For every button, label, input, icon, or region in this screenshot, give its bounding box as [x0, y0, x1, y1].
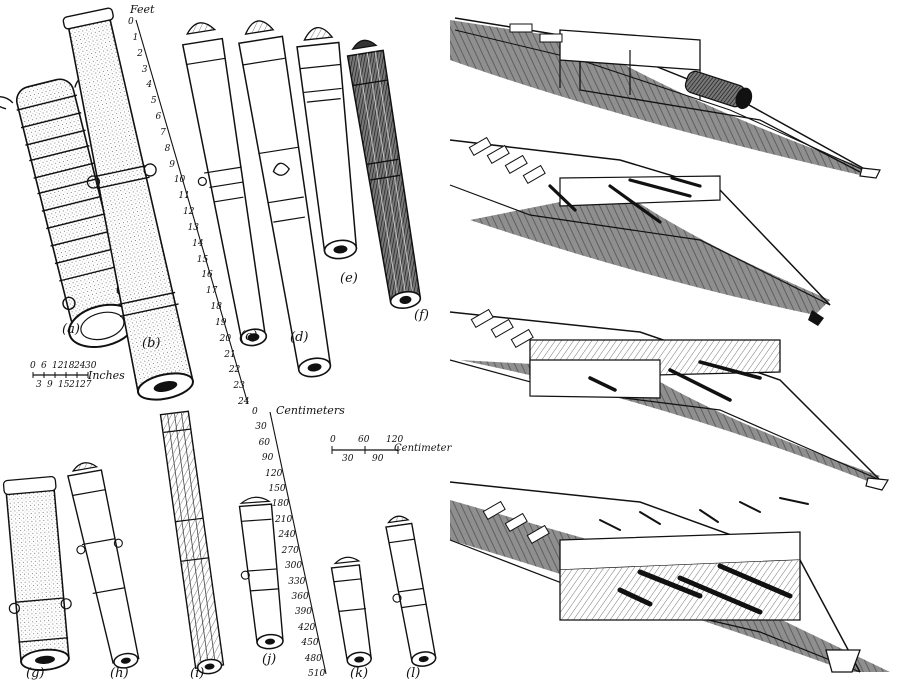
inch-top-tick-0: 0 [30, 361, 36, 371]
cannon-j [238, 496, 284, 650]
inch-top-tick-1: 6 [41, 361, 47, 371]
feet-tick-15: 15 [196, 254, 209, 265]
cannon-h [67, 462, 140, 669]
feet-tick-7: 7 [160, 127, 166, 138]
cannon-f [346, 39, 422, 310]
cannon-label-d: (d) [290, 330, 309, 345]
cm-tick-1: 30 [255, 422, 267, 433]
feet-tick-16: 16 [201, 270, 213, 281]
inches-scale-title: Inches [88, 369, 125, 382]
cm-tick-13: 390 [294, 607, 312, 618]
feet-scale-title: Feet [130, 3, 155, 16]
cannon-label-a: (a) [62, 322, 80, 337]
feet-tick-18: 18 [210, 302, 222, 312]
galley-2 [449, 136, 840, 326]
feet-tick-12: 12 [183, 207, 195, 217]
cm-tick-3: 90 [261, 453, 274, 464]
centimeters-scale-title: Centimeters [276, 404, 345, 417]
feet-tick-3: 3 [141, 64, 148, 75]
feet-tick-11: 11 [178, 191, 190, 202]
inch-top-tick-2: 12 [52, 361, 64, 371]
feet-tick-17: 17 [205, 286, 218, 297]
inch-top-tick-4: 24 [74, 361, 86, 371]
cannon-label-h: (h) [110, 666, 129, 681]
feet-tick-9: 9 [169, 159, 175, 170]
cannon-label-b: (b) [142, 336, 161, 351]
scm-bot-tick-0: 30 [342, 454, 354, 464]
feet-tick-24: 24 [238, 397, 250, 407]
feet-tick-6: 6 [155, 112, 162, 122]
scm-top-tick-2: 120 [386, 435, 404, 445]
cm-tick-10: 300 [284, 561, 303, 572]
cannon-d [238, 20, 332, 378]
cannon-label-f: (f) [414, 308, 429, 323]
feet-tick-14: 14 [192, 238, 204, 249]
small-cm-scale-title: Centimeter [394, 443, 452, 454]
feet-tick-23: 23 [233, 381, 245, 392]
cannon-label-l: (l) [406, 666, 421, 681]
galley-3 [449, 308, 890, 491]
feet-tick-5: 5 [150, 96, 157, 107]
cm-tick-2: 60 [258, 437, 271, 448]
galley-1 [450, 10, 898, 179]
cannon-c [181, 22, 268, 347]
cm-tick-15: 450 [301, 638, 319, 649]
feet-tick-4: 4 [146, 80, 153, 91]
inch-bot-tick-0: 3 [36, 380, 42, 390]
cannon-i [159, 410, 225, 675]
feet-tick-20: 20 [219, 333, 232, 344]
cannon-label-g: (g) [26, 666, 45, 681]
cannon-label-j: (j) [262, 652, 277, 667]
cannon-k [330, 556, 372, 668]
cm-tick-6: 180 [271, 499, 289, 510]
inch-top-tick-5: 30 [85, 361, 97, 371]
inch-bot-tick-4: 27 [80, 380, 92, 390]
cm-tick-8: 240 [278, 530, 296, 541]
cannon-l [385, 515, 437, 667]
cannon-a [0, 73, 137, 348]
cannon-g [2, 475, 72, 671]
scm-top-tick-0: 0 [330, 435, 336, 445]
feet-tick-0: 0 [128, 17, 134, 27]
feet-tick-8: 8 [164, 143, 171, 154]
cannon-label-k: (k) [350, 666, 369, 681]
cm-tick-16: 480 [304, 653, 322, 664]
cm-tick-4: 120 [265, 468, 283, 479]
cm-tick-7: 210 [275, 514, 293, 525]
cm-tick-9: 270 [281, 545, 299, 556]
feet-tick-22: 22 [228, 365, 241, 376]
feet-tick-10: 10 [173, 175, 186, 186]
cm-tick-5: 150 [268, 484, 286, 495]
feet-tick-2: 2 [137, 48, 143, 59]
scm-bot-tick-1: 90 [372, 454, 384, 464]
cm-tick-11: 330 [288, 576, 306, 587]
cm-tick-12: 360 [291, 591, 309, 602]
cm-tick-17: 510 [308, 669, 326, 679]
inch-bot-tick-3: 21 [69, 380, 81, 390]
cannon-e [296, 27, 358, 260]
cannon-label-i: (i) [190, 666, 205, 681]
galley-4 [449, 480, 890, 673]
cm-tick-0: 0 [252, 407, 258, 417]
cannon-b [62, 7, 194, 401]
scm-top-tick-1: 60 [358, 435, 370, 445]
cm-tick-14: 420 [298, 622, 316, 633]
feet-tick-19: 19 [215, 317, 227, 328]
feet-tick-13: 13 [187, 222, 200, 233]
cannon-label-e: (e) [340, 271, 358, 286]
inch-bot-tick-2: 15 [58, 380, 70, 390]
inch-top-tick-3: 18 [63, 361, 75, 371]
inch-bot-tick-1: 9 [47, 380, 53, 390]
feet-tick-21: 21 [224, 349, 236, 360]
feet-tick-1: 1 [132, 32, 139, 43]
cannon-label-c: (c) [240, 329, 258, 344]
